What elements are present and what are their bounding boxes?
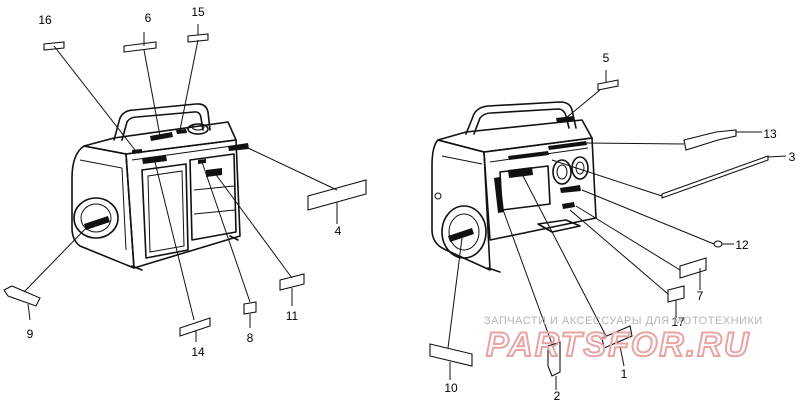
part-number-10: 10 [444,381,458,395]
part-number-7: 7 [697,289,704,303]
label-piece-15 [187,33,209,43]
part-number-15: 15 [191,5,205,19]
label-piece-3 [661,155,769,199]
part-number-12: 12 [735,238,749,252]
part-number-14: 14 [191,345,205,359]
watermark: ЗАПЧАСТИ И АКСЕССУАРЫ ДЛЯ МОТОТЕХНИКИ PA… [484,315,763,365]
part-number-9: 9 [27,327,34,341]
label-piece-1 [601,325,633,349]
part-number-1: 1 [621,367,628,381]
label-piece-2 [547,341,561,377]
part-number-5: 5 [603,51,610,65]
generator-right-view [431,101,597,273]
label-piece-6 [123,41,157,53]
part-number-16: 16 [38,13,52,27]
part-number-8: 8 [247,331,254,345]
label-piece-12 [713,240,723,248]
generator-left-view [71,103,249,271]
label-piece-11 [279,273,305,291]
part-number-3: 3 [789,150,796,164]
label-piece-17 [667,285,685,303]
leader-lines [23,24,787,390]
watermark-brand: PARTSFOR.RU [486,326,750,364]
watermark-tagline: ЗАПЧАСТИ И АКСЕССУАРЫ ДЛЯ МОТОТЕХНИКИ [484,315,763,327]
label-piece-14 [179,317,211,337]
label-piece-10 [429,343,473,367]
part-number-2: 2 [554,389,561,403]
part-numbers: 16 6 15 4 11 8 14 9 5 13 3 12 7 17 1 2 1… [27,5,796,403]
label-pieces [3,33,769,377]
label-piece-5 [597,79,619,91]
label-piece-13 [683,129,737,151]
label-piece-7 [679,257,707,279]
part-number-6: 6 [145,11,152,25]
part-number-13: 13 [763,127,777,141]
label-piece-8 [243,301,257,315]
label-piece-4 [307,179,367,211]
label-piece-9 [3,285,41,307]
part-number-4: 4 [335,224,342,238]
part-number-11: 11 [286,309,299,323]
part-number-17: 17 [671,315,685,329]
